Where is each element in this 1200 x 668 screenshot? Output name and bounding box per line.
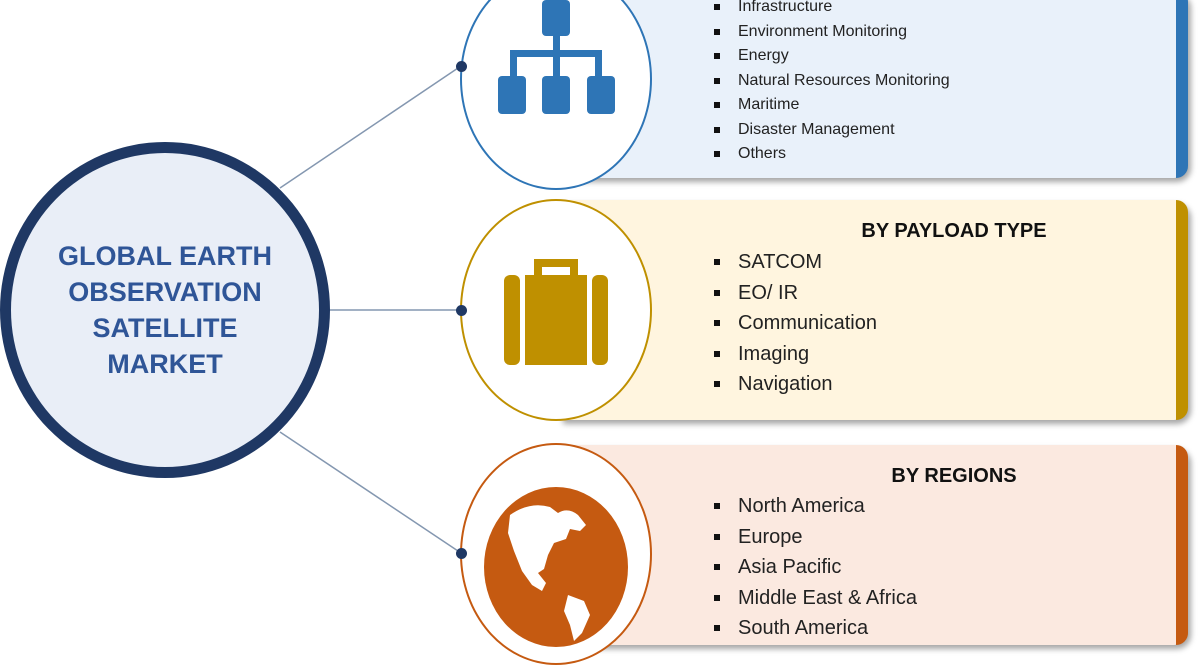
regions-panel: BY REGIONS North America Europe Asia Pac… (560, 445, 1188, 645)
list-item: Energy (714, 44, 950, 69)
market-title-circle: GLOBAL EARTH OBSERVATION SATELLITE MARKE… (0, 142, 330, 478)
hierarchy-icon-circle (460, 0, 652, 190)
connector-dot (456, 61, 467, 72)
regions-list: North America Europe Asia Pacific Middle… (714, 491, 917, 644)
list-item: Middle East & Africa (714, 583, 917, 614)
list-item: Europe (714, 522, 917, 553)
list-item: EO/ IR (714, 278, 877, 309)
globe-icon-circle (460, 443, 652, 665)
list-item: Disaster Management (714, 118, 950, 143)
connector-dot (456, 305, 467, 316)
list-item: Infrastructure (714, 0, 950, 20)
briefcase-icon-circle (460, 199, 652, 421)
list-item: South America (714, 613, 917, 644)
briefcase-icon (504, 259, 608, 365)
list-item: SATCOM (714, 247, 877, 278)
hierarchy-icon (498, 0, 615, 114)
panel-heading: BY REGIONS (891, 465, 1017, 487)
list-item: Others (714, 142, 950, 167)
list-item: Maritime (714, 93, 950, 118)
payload-list: SATCOM EO/ IR Communication Imaging Navi… (714, 247, 877, 400)
connector-lines (279, 65, 462, 554)
panel-heading: BY PAYLOAD TYPE (861, 220, 1047, 242)
market-title: GLOBAL EARTH OBSERVATION SATELLITE MARKE… (58, 241, 272, 379)
list-item: Communication (714, 308, 877, 339)
application-panel: Infrastructure Environment Monitoring En… (560, 0, 1188, 178)
list-item: Natural Resources Monitoring (714, 69, 950, 94)
application-list: Infrastructure Environment Monitoring En… (714, 0, 950, 167)
list-item: Navigation (714, 369, 877, 400)
payload-type-panel: BY PAYLOAD TYPE SATCOM EO/ IR Communicat… (560, 200, 1188, 420)
list-item: Asia Pacific (714, 552, 917, 583)
list-item: North America (714, 491, 917, 522)
globe-icon (484, 487, 628, 647)
list-item: Environment Monitoring (714, 20, 950, 45)
connector-dot (456, 548, 467, 559)
list-item: Imaging (714, 339, 877, 370)
